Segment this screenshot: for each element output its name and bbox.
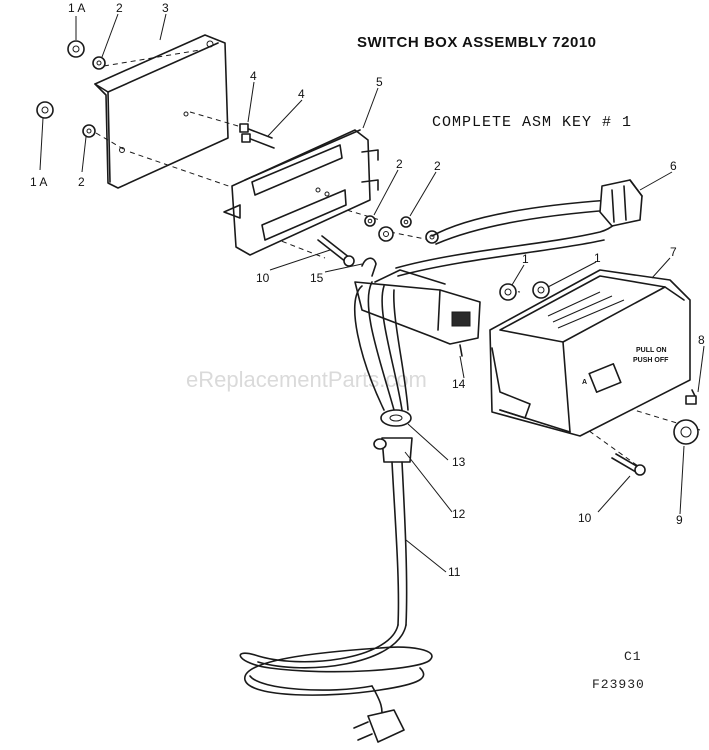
reference-code-2: F23930: [592, 677, 645, 692]
callout-1-b: 1: [594, 251, 601, 265]
part-1-nuts: [499, 281, 550, 301]
callout-15: 15: [310, 271, 324, 285]
callout-labels: 1 A 2 3 1 A 2 4 4 5 2 2 6 1 1 7 10 15 14…: [30, 1, 705, 579]
part-4-screws: [239, 123, 275, 149]
diagram-title: SWITCH BOX ASSEMBLY 72010: [357, 34, 597, 51]
part-10-screw-upper: [317, 235, 355, 267]
callout-7: 7: [670, 245, 677, 259]
callout-2-top: 2: [116, 1, 123, 15]
callout-2-mid-a: 2: [396, 157, 403, 171]
switch-label-on: PULL ON: [636, 347, 667, 354]
callout-14: 14: [452, 377, 466, 391]
diagram-subtitle: COMPLETE ASM KEY # 1: [432, 114, 632, 131]
wire-harness: [354, 281, 409, 411]
svg-text:A: A: [582, 379, 587, 386]
callout-1a-left: 1 A: [30, 175, 47, 189]
callout-8: 8: [698, 333, 705, 347]
part-15-clip: [361, 257, 377, 277]
callout-10-lower: 10: [578, 511, 592, 525]
watermark: eReplacementParts.com: [186, 367, 427, 392]
part-11-power-cord: [239, 461, 433, 743]
part-8-screw: [685, 389, 697, 405]
part-7-switch-box: PULL ON PUSH OFF A: [489, 269, 691, 437]
callout-4-b: 4: [298, 87, 305, 101]
part-2-washers-middle: [364, 215, 439, 244]
callout-10-upper: 10: [256, 271, 270, 285]
callout-2-left: 2: [78, 175, 85, 189]
callout-1-a: 1: [522, 252, 529, 266]
part-1a-nut-top: [67, 40, 85, 58]
callout-2-mid-b: 2: [434, 159, 441, 173]
switch-label-off: PUSH OFF: [633, 357, 669, 364]
part-10-screw-lower: [611, 453, 646, 476]
callout-1a-top: 1 A: [68, 1, 85, 15]
part-5-switch-bracket: [223, 129, 379, 256]
callout-6: 6: [670, 159, 677, 173]
callout-5: 5: [376, 75, 383, 89]
callout-4-a: 4: [250, 69, 257, 83]
callout-9: 9: [676, 513, 683, 527]
part-2-washer-top: [92, 56, 106, 70]
reference-code-1: C1: [624, 649, 642, 664]
callout-13: 13: [452, 455, 466, 469]
part-2-washer-left: [82, 124, 96, 138]
callout-12: 12: [452, 507, 466, 521]
part-1a-nut-left: [36, 101, 54, 119]
callout-11: 11: [448, 565, 461, 579]
part-6-connector-cable: [395, 179, 643, 277]
part-9-knob: [673, 419, 699, 445]
leader-lines: [39, 13, 705, 573]
callout-3: 3: [162, 1, 169, 15]
part-13-grommet: [380, 409, 412, 427]
part-3-bracket-plate: [94, 34, 229, 189]
part-12-strain-relief: [373, 437, 413, 463]
part-14-switch: [354, 269, 481, 357]
